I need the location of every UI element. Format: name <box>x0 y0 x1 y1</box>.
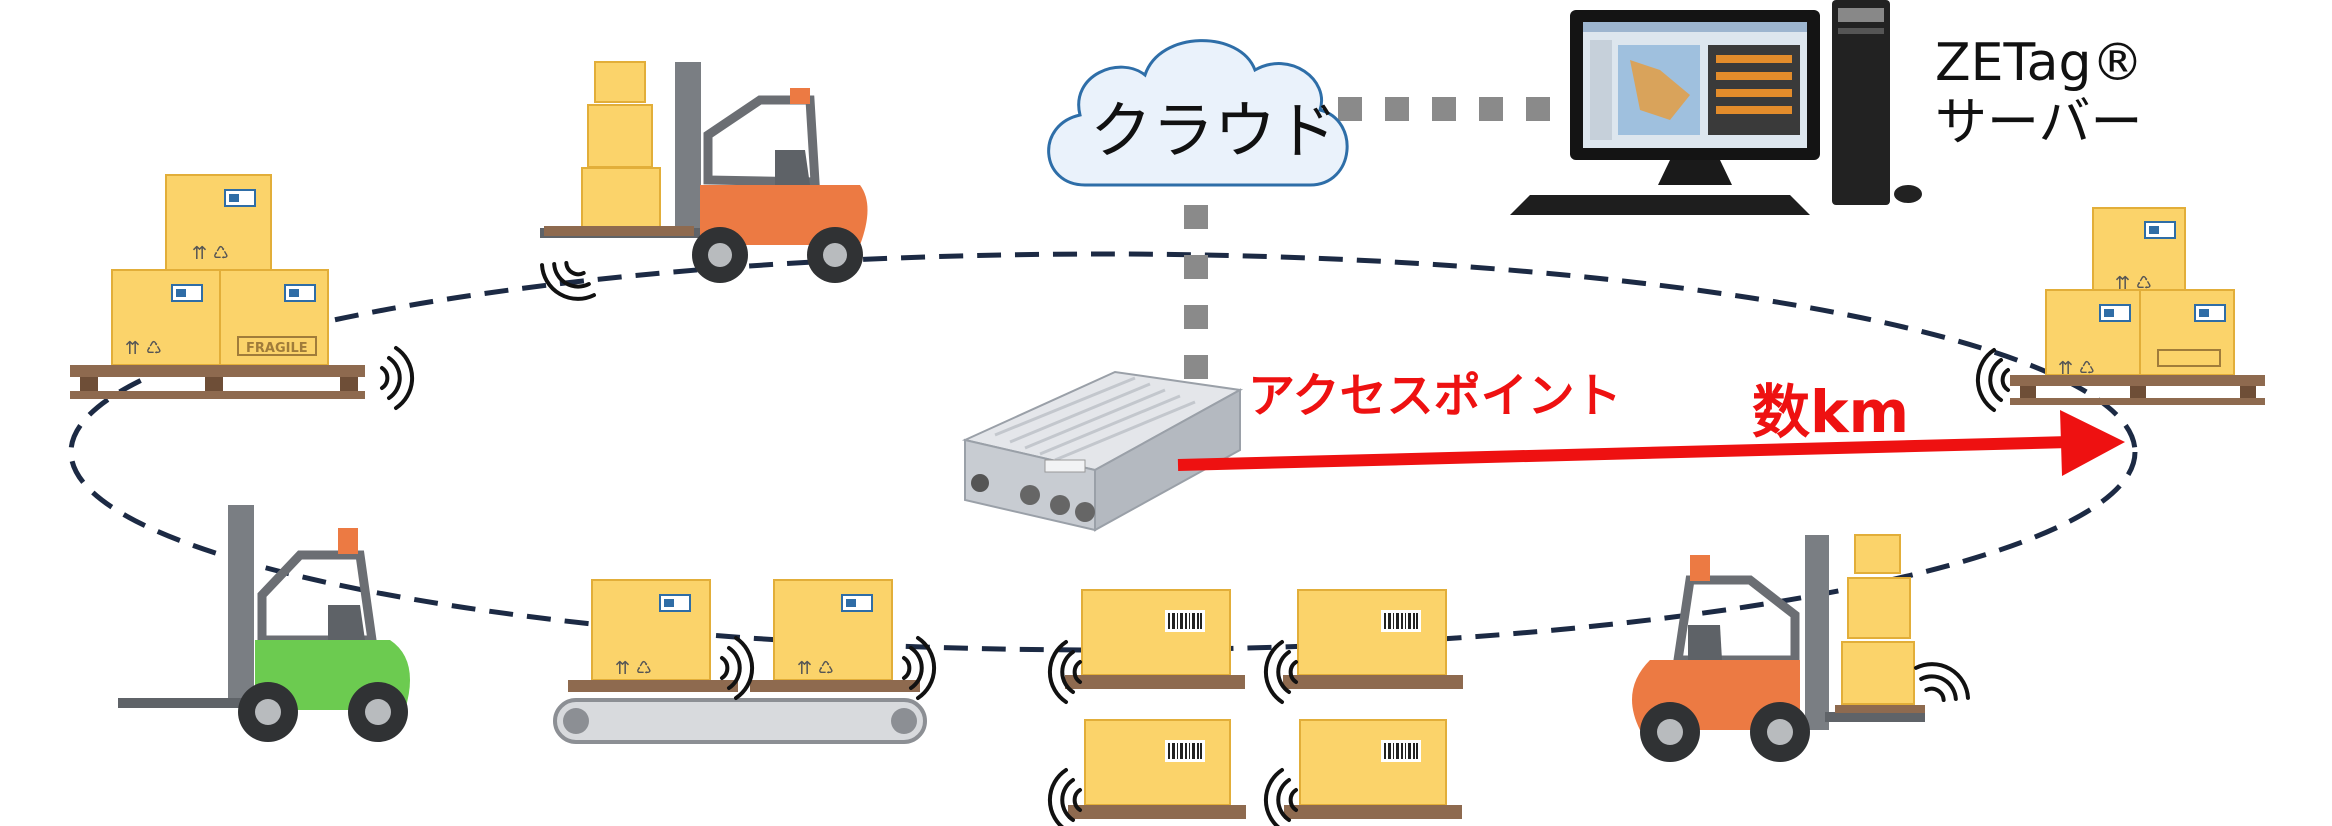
server-label-line1: ZETag® <box>1935 33 2144 93</box>
pallet-icon <box>70 365 365 399</box>
forklift-icon <box>118 505 410 742</box>
pallet-icon <box>2010 375 2265 405</box>
cargo-box-icon <box>1084 719 1231 806</box>
cargo-box-icon <box>1297 589 1447 676</box>
pallet-stack-center <box>1065 589 1463 819</box>
wireless-signal-icon <box>380 346 415 410</box>
cloud-icon: クラウド <box>1047 39 1349 187</box>
server-label-line2: サーバー <box>1935 93 2142 153</box>
cloud-server-connector <box>1338 97 1550 121</box>
forklift-icon <box>540 61 868 283</box>
fragile-print: FRAGILE <box>246 341 308 356</box>
arrow-icon <box>1177 410 2125 476</box>
pallet-stack-left: FRAGILE <box>70 174 365 399</box>
access-point-device-icon <box>961 370 1244 532</box>
cloud-label: クラウド <box>1090 94 1338 167</box>
conveyor-icon <box>553 579 927 744</box>
cloud-ap-connector <box>1184 205 1208 379</box>
cargo-box-icon <box>1299 719 1447 806</box>
forklift-icon <box>1632 534 1925 762</box>
wireless-signal-icon <box>1263 640 1298 704</box>
pallet-stack-right <box>2010 207 2265 405</box>
access-point-label: アクセスポイント <box>1248 369 1622 424</box>
computer-icon <box>1510 0 1922 215</box>
wireless-signal-icon <box>1975 348 2010 412</box>
cargo-box-icon <box>1081 589 1231 676</box>
wireless-signal-icon <box>1907 651 1979 712</box>
range-label: 数km <box>1752 378 1909 446</box>
